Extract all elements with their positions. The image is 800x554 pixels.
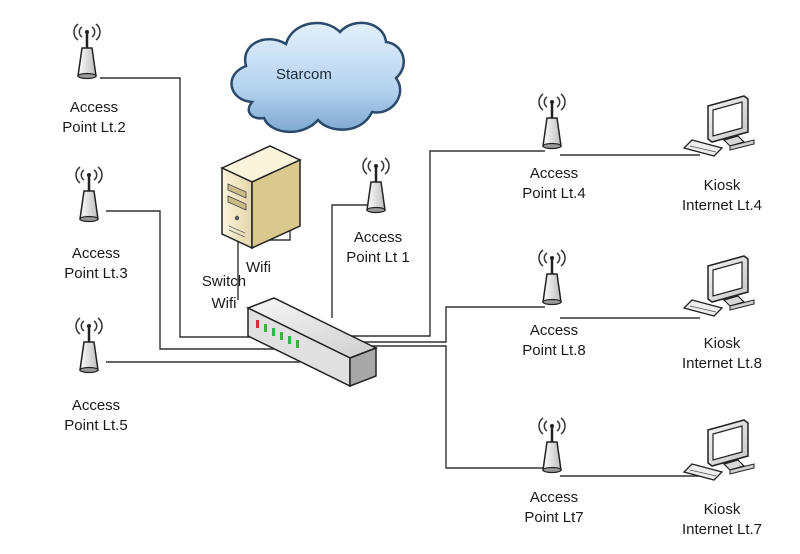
access-point-lt8-line2: Point Lt.8 bbox=[522, 342, 586, 359]
access-point-lt2-label: Access Point Lt.2 bbox=[44, 98, 144, 138]
access-point-lt3-line2: Point Lt.3 bbox=[64, 265, 128, 282]
access-point-lt7-line2: Point Lt7 bbox=[524, 509, 584, 526]
kiosk-lt8-label: Kiosk Internet Lt.8 bbox=[660, 334, 784, 374]
access-point-lt7-line1: Access bbox=[529, 489, 579, 506]
kiosk-lt8-line2: Internet Lt.8 bbox=[681, 355, 763, 372]
access-point-lt2-line1: Access bbox=[69, 99, 119, 116]
access-point-lt4-icon bbox=[537, 92, 567, 150]
kiosk-lt8-icon bbox=[683, 255, 755, 317]
access-point-lt5-label: Access Point Lt.5 bbox=[46, 396, 146, 436]
access-point-lt1-label: Access Point Lt 1 bbox=[328, 228, 428, 268]
kiosk-lt4-icon bbox=[683, 95, 755, 157]
link-ap-lt7 bbox=[360, 345, 545, 469]
server-icon bbox=[220, 145, 302, 250]
link-ap-lt4 bbox=[340, 150, 545, 337]
access-point-lt7-icon bbox=[537, 416, 567, 474]
access-point-lt5-line2: Point Lt.5 bbox=[64, 417, 128, 434]
access-point-lt7-label: Access Point Lt7 bbox=[504, 488, 604, 528]
kiosk-lt8-line1: Kiosk bbox=[703, 335, 741, 352]
switch-label-line1: Switch bbox=[201, 273, 247, 290]
kiosk-lt7-line2: Internet Lt.7 bbox=[681, 521, 763, 538]
switch-label: Switch Wifi bbox=[192, 272, 256, 314]
server-label: Wifi bbox=[246, 259, 271, 276]
access-point-lt1-line1: Access bbox=[353, 229, 403, 246]
access-point-lt2-line2: Point Lt.2 bbox=[62, 119, 126, 136]
access-point-lt3-icon bbox=[74, 165, 104, 223]
access-point-lt8-line1: Access bbox=[529, 322, 579, 339]
access-point-lt3-line1: Access bbox=[71, 245, 121, 262]
link-ap-lt1 bbox=[331, 204, 367, 318]
cloud-icon bbox=[230, 21, 405, 134]
access-point-lt4-label: Access Point Lt.4 bbox=[504, 164, 604, 204]
kiosk-lt7-icon bbox=[683, 419, 755, 481]
access-point-lt4-line2: Point Lt.4 bbox=[522, 185, 586, 202]
link-ap-lt3 bbox=[106, 210, 300, 350]
access-point-lt8-icon bbox=[537, 248, 567, 306]
access-point-lt4-line1: Access bbox=[529, 165, 579, 182]
kiosk-lt7-line1: Kiosk bbox=[703, 501, 741, 518]
connection-lines bbox=[100, 77, 700, 477]
access-point-lt5-line1: Access bbox=[71, 397, 121, 414]
cloud-label: Starcom bbox=[276, 66, 332, 83]
access-point-lt1-line2: Point Lt 1 bbox=[346, 249, 410, 266]
access-point-lt5-icon bbox=[74, 316, 104, 374]
switch-ports bbox=[256, 320, 299, 348]
switch-icon bbox=[246, 297, 378, 388]
kiosk-lt4-line2: Internet Lt.4 bbox=[681, 197, 763, 214]
access-point-lt2-icon bbox=[72, 22, 102, 80]
kiosk-lt4-line1: Kiosk bbox=[703, 177, 741, 194]
link-ap-lt2 bbox=[100, 77, 258, 338]
kiosk-lt4-label: Kiosk Internet Lt.4 bbox=[662, 176, 782, 216]
kiosk-lt7-label: Kiosk Internet Lt.7 bbox=[660, 500, 784, 540]
access-point-lt3-label: Access Point Lt.3 bbox=[46, 244, 146, 284]
switch-label-line2: Wifi bbox=[211, 295, 237, 312]
link-ap-lt8 bbox=[355, 306, 545, 343]
access-point-lt8-label: Access Point Lt.8 bbox=[504, 321, 604, 361]
